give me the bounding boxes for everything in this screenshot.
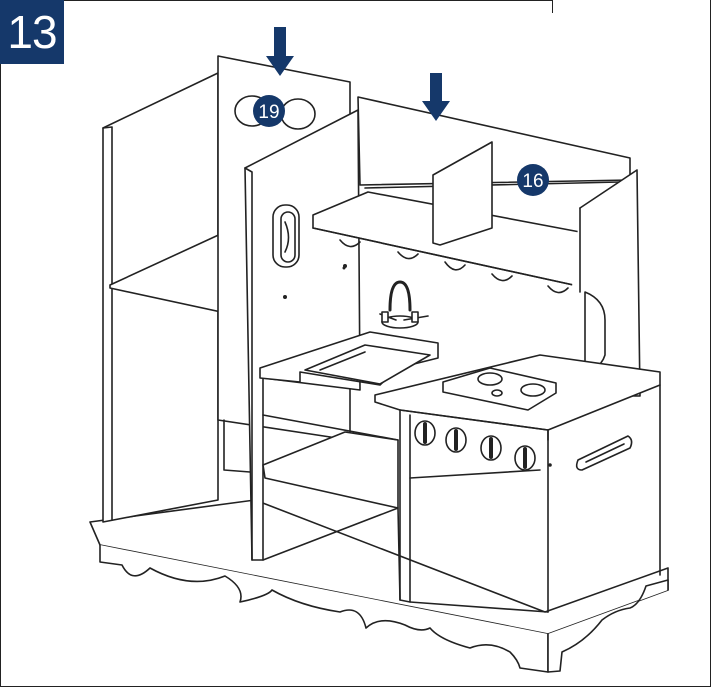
callout-16-label: 16 — [522, 171, 543, 192]
top-border-tick — [552, 0, 553, 13]
sink-counter — [259, 331, 439, 386]
lower-shelf — [262, 414, 401, 601]
panel-hole-right — [280, 98, 316, 130]
handle-icon — [575, 435, 633, 471]
step-number: 13 — [0, 0, 64, 64]
knob-icon — [414, 420, 536, 471]
callout-16: 16 — [517, 164, 549, 196]
base-skirt — [89, 499, 669, 673]
shelf-divider — [432, 141, 493, 246]
burner-icon — [442, 367, 557, 411]
callout-19: 19 — [253, 95, 285, 127]
top-border — [0, 0, 552, 1]
phone-icon — [272, 204, 300, 268]
faucet-icon — [379, 280, 429, 329]
oven-front — [399, 384, 661, 613]
upper-back-panel-16 — [357, 96, 631, 189]
arrow-down-icon — [266, 27, 450, 121]
callout-19-label: 19 — [258, 102, 279, 123]
